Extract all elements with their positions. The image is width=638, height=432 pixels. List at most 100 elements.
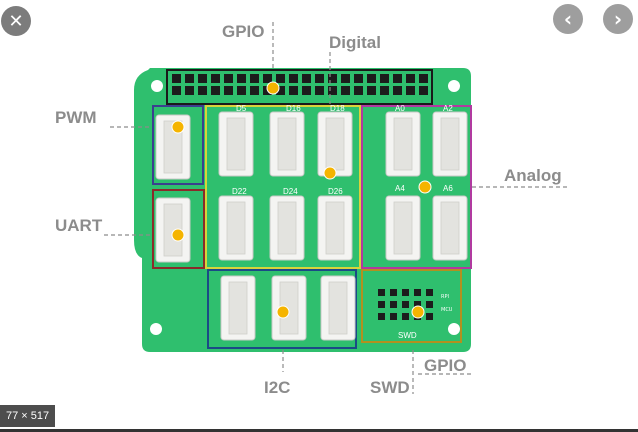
gpio-header-box — [166, 69, 433, 105]
label-digital: Digital — [329, 33, 381, 52]
gpio-pin — [276, 74, 285, 83]
silk-a4: A4 — [395, 184, 405, 193]
gpio-pin — [393, 86, 402, 95]
gpio-pin — [367, 86, 376, 95]
next-image-button[interactable]: › — [603, 4, 633, 34]
grove-connector-slot — [325, 201, 345, 255]
uart-box — [152, 189, 205, 269]
gpio-pin — [419, 86, 428, 95]
chevron-right-icon: › — [613, 7, 623, 31]
label-uart: UART — [55, 216, 103, 235]
grove-connector-slot — [228, 281, 248, 335]
grove-connector-slot — [325, 117, 345, 171]
silk-mcu: MCU — [441, 307, 453, 313]
swd-pin — [390, 301, 397, 308]
gpio-pin — [263, 74, 272, 83]
grove-connector-slot — [328, 281, 348, 335]
swd-pin — [414, 289, 421, 296]
chevron-left-icon: ‹ — [563, 7, 573, 31]
gpio-pin — [315, 74, 324, 83]
swd-pin — [378, 289, 385, 296]
marker-analog — [418, 180, 432, 194]
swd-pin — [426, 301, 433, 308]
gpio-pin — [354, 74, 363, 83]
gpio-pin — [328, 86, 337, 95]
marker-pwm — [171, 120, 185, 134]
swd-pin — [390, 313, 397, 320]
i2c-box — [207, 269, 357, 349]
marker-swd — [411, 305, 425, 319]
gpio-pin — [172, 74, 181, 83]
swd-pin — [426, 289, 433, 296]
silk-d26: D26 — [328, 187, 343, 196]
swd-box — [361, 269, 462, 343]
gpio-pin — [341, 74, 350, 83]
gpio-pin — [289, 74, 298, 83]
gpio-pin — [380, 86, 389, 95]
previous-image-button[interactable]: ‹ — [553, 4, 583, 34]
silk-d22: D22 — [232, 187, 247, 196]
grove-connectors — [155, 111, 468, 341]
swd-pin — [378, 313, 385, 320]
markers — [171, 81, 432, 319]
gpio-header-pins — [172, 74, 428, 95]
grove-connector-slot — [440, 201, 460, 255]
swd-pin — [402, 289, 409, 296]
mount-hole — [448, 323, 460, 335]
swd-pin — [426, 313, 433, 320]
close-icon: ✕ — [8, 10, 24, 32]
grove-connector-slot — [393, 117, 413, 171]
gpio-pin — [367, 74, 376, 83]
silk-d18: D18 — [330, 104, 345, 113]
swd-pin — [402, 301, 409, 308]
pwm-box — [152, 105, 204, 185]
mount-hole — [448, 80, 460, 92]
divider — [0, 429, 638, 432]
gpio-pin — [198, 86, 207, 95]
gpio-pin — [198, 74, 207, 83]
swd-pin — [390, 289, 397, 296]
swd-pin-matrix — [378, 289, 433, 320]
grove-connector-slot — [440, 117, 460, 171]
marker-uart — [171, 228, 185, 242]
gpio-pin — [315, 86, 324, 95]
silk-a0: A0 — [395, 104, 405, 113]
silk-d16: D16 — [286, 104, 301, 113]
marker-digital — [323, 166, 337, 180]
gpio-pin — [250, 74, 259, 83]
grove-connector-slot — [393, 201, 413, 255]
swd-pin — [414, 301, 421, 308]
gpio-pin — [224, 86, 233, 95]
analog-box — [361, 105, 472, 269]
gpio-pin — [211, 86, 220, 95]
label-gpio-top: GPIO — [222, 22, 265, 41]
gpio-pin — [185, 86, 194, 95]
gpio-pin — [172, 86, 181, 95]
gpio-pin — [185, 74, 194, 83]
grove-connector-slot — [277, 201, 297, 255]
gpio-pin — [406, 86, 415, 95]
silk-d24: D24 — [283, 187, 298, 196]
gpio-pin — [276, 86, 285, 95]
grove-connector-slot — [226, 201, 246, 255]
marker-gpio — [266, 81, 280, 95]
gpio-pin — [380, 74, 389, 83]
close-button[interactable]: ✕ — [1, 6, 31, 36]
grove-connector-slot — [277, 117, 297, 171]
label-swd: SWD — [370, 378, 410, 397]
gpio-pin — [237, 86, 246, 95]
label-gpio-bottom: GPIO — [424, 356, 467, 375]
silk-rpi: RPI — [441, 294, 449, 300]
grove-connector-slot — [226, 117, 246, 171]
leader-lines — [104, 22, 568, 394]
gpio-pin — [237, 74, 246, 83]
silk-a6: A6 — [443, 184, 453, 193]
mount-hole — [151, 80, 163, 92]
silk-swd: SWD — [398, 331, 417, 340]
label-analog: Analog — [504, 166, 562, 185]
silk-a2: A2 — [443, 104, 453, 113]
gpio-pin — [302, 74, 311, 83]
gpio-pin — [354, 86, 363, 95]
